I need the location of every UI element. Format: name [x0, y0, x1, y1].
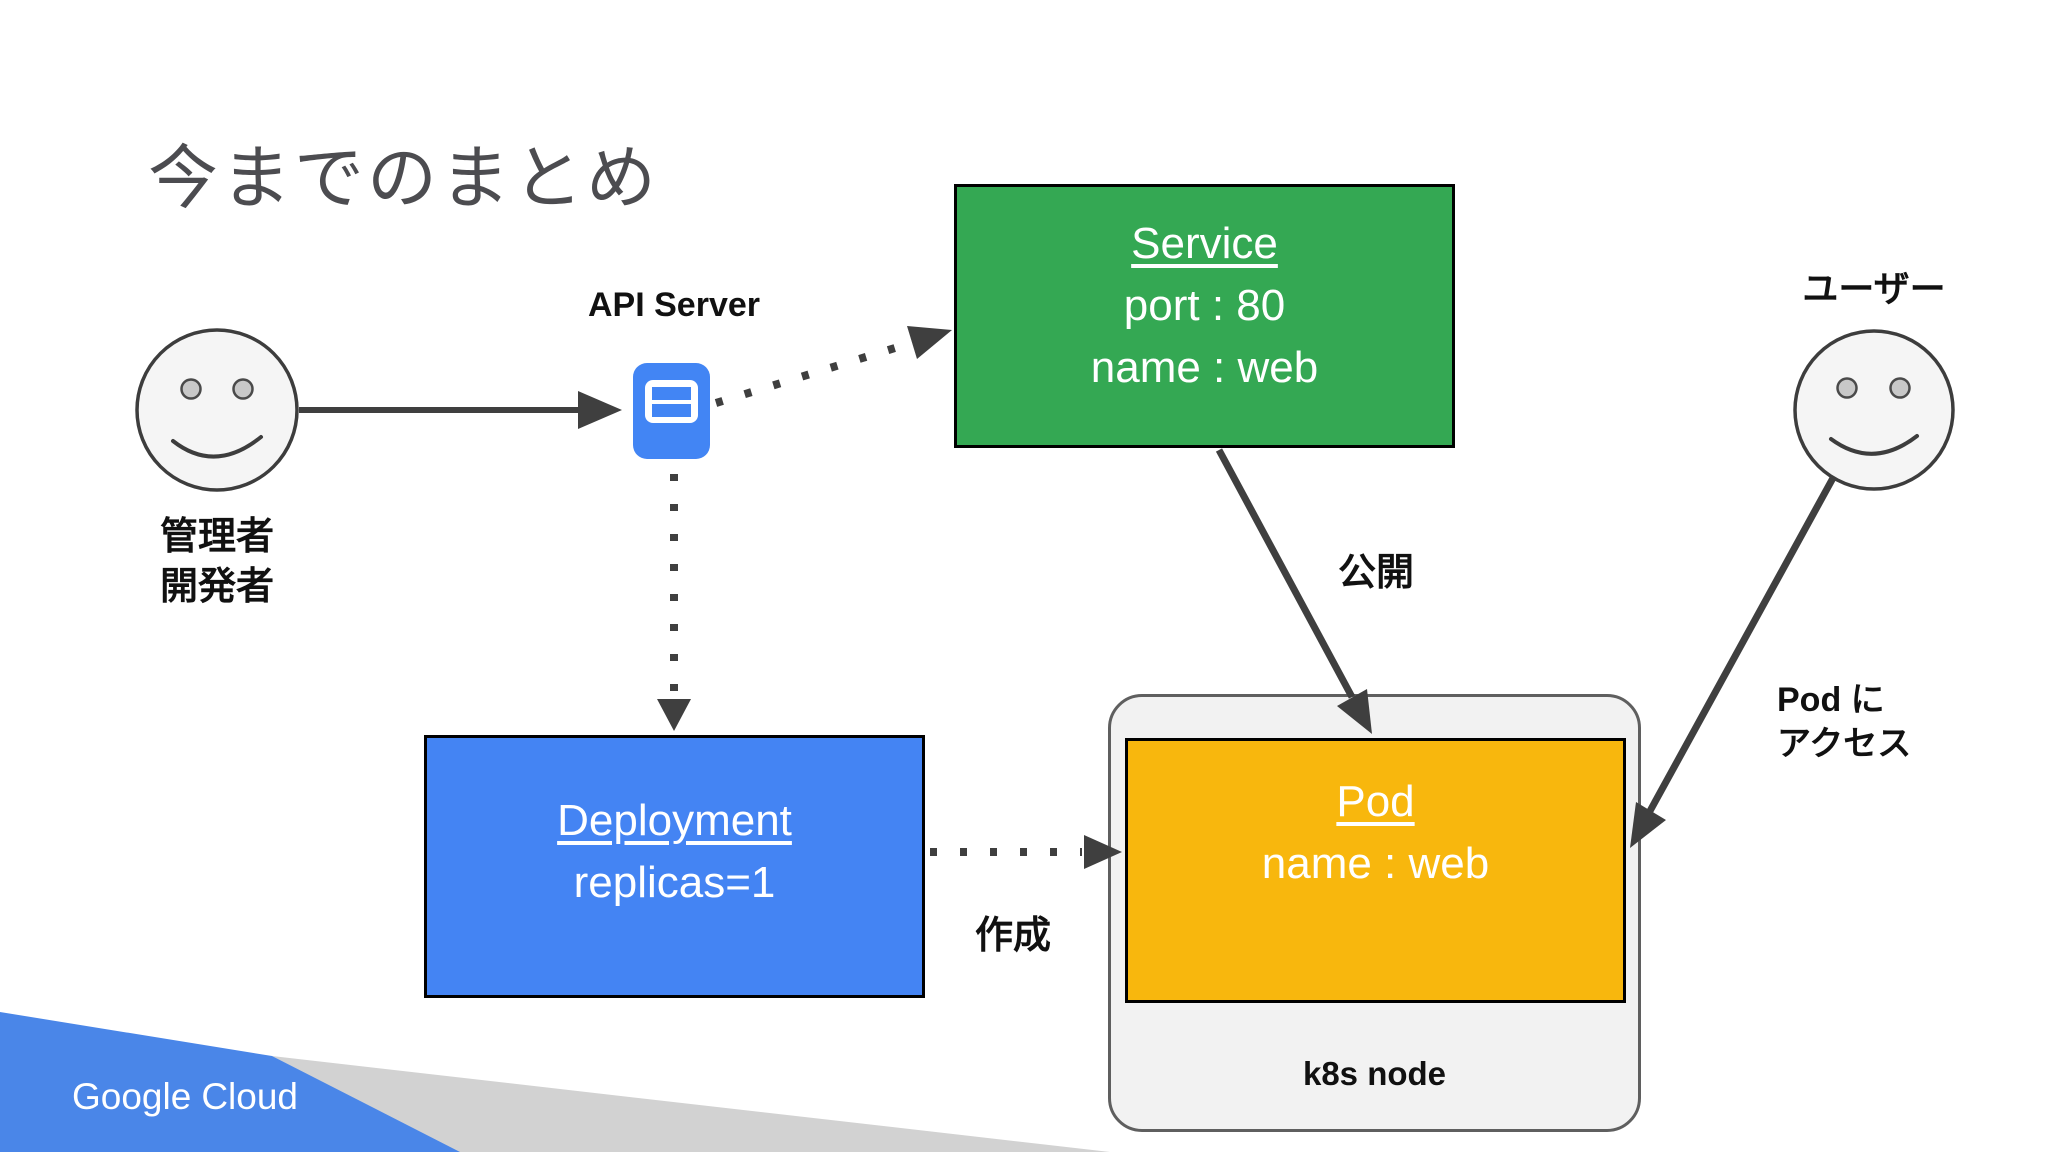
service-box: Service port : 80 name : web [954, 184, 1455, 448]
create-label: 作成 [974, 915, 1051, 957]
pod-box-title: Pod [1336, 777, 1415, 826]
api-server-label: API Server [588, 286, 760, 324]
user-label: ユーザー [1802, 268, 1946, 309]
k8s-node-label: k8s node [1302, 1055, 1447, 1092]
service-box-port: port : 80 [1123, 281, 1286, 330]
google-cloud-logo-word2: Cloud [201, 1076, 298, 1117]
pod-access-label-line1: Pod に [1777, 681, 1885, 719]
gray-wedge [272, 1056, 1110, 1152]
blue-wedge [0, 1012, 460, 1152]
pod-access-label-line2: アクセス [1777, 725, 1912, 763]
admin-label-line2: 開発者 [159, 566, 274, 608]
pod-access-label: Pod に アクセス [1777, 678, 1911, 766]
service-box-title: Service [1131, 219, 1278, 268]
google-cloud-logo-word1: Google [72, 1076, 192, 1117]
deployment-box-title: Deployment [557, 796, 792, 845]
admin-label: 管理者 開発者 [117, 512, 317, 612]
deployment-box-replicas: replicas=1 [573, 858, 776, 907]
pod-box: Pod name : web [1125, 738, 1626, 1003]
service-box-name: name : web [1090, 343, 1319, 392]
pod-box-name: name : web [1261, 839, 1490, 888]
expose-label: 公開 [1337, 552, 1414, 594]
deployment-box: Deployment replicas=1 [424, 735, 925, 998]
admin-label-line1: 管理者 [159, 516, 274, 558]
page-title: 今までのまとめ [148, 139, 659, 217]
